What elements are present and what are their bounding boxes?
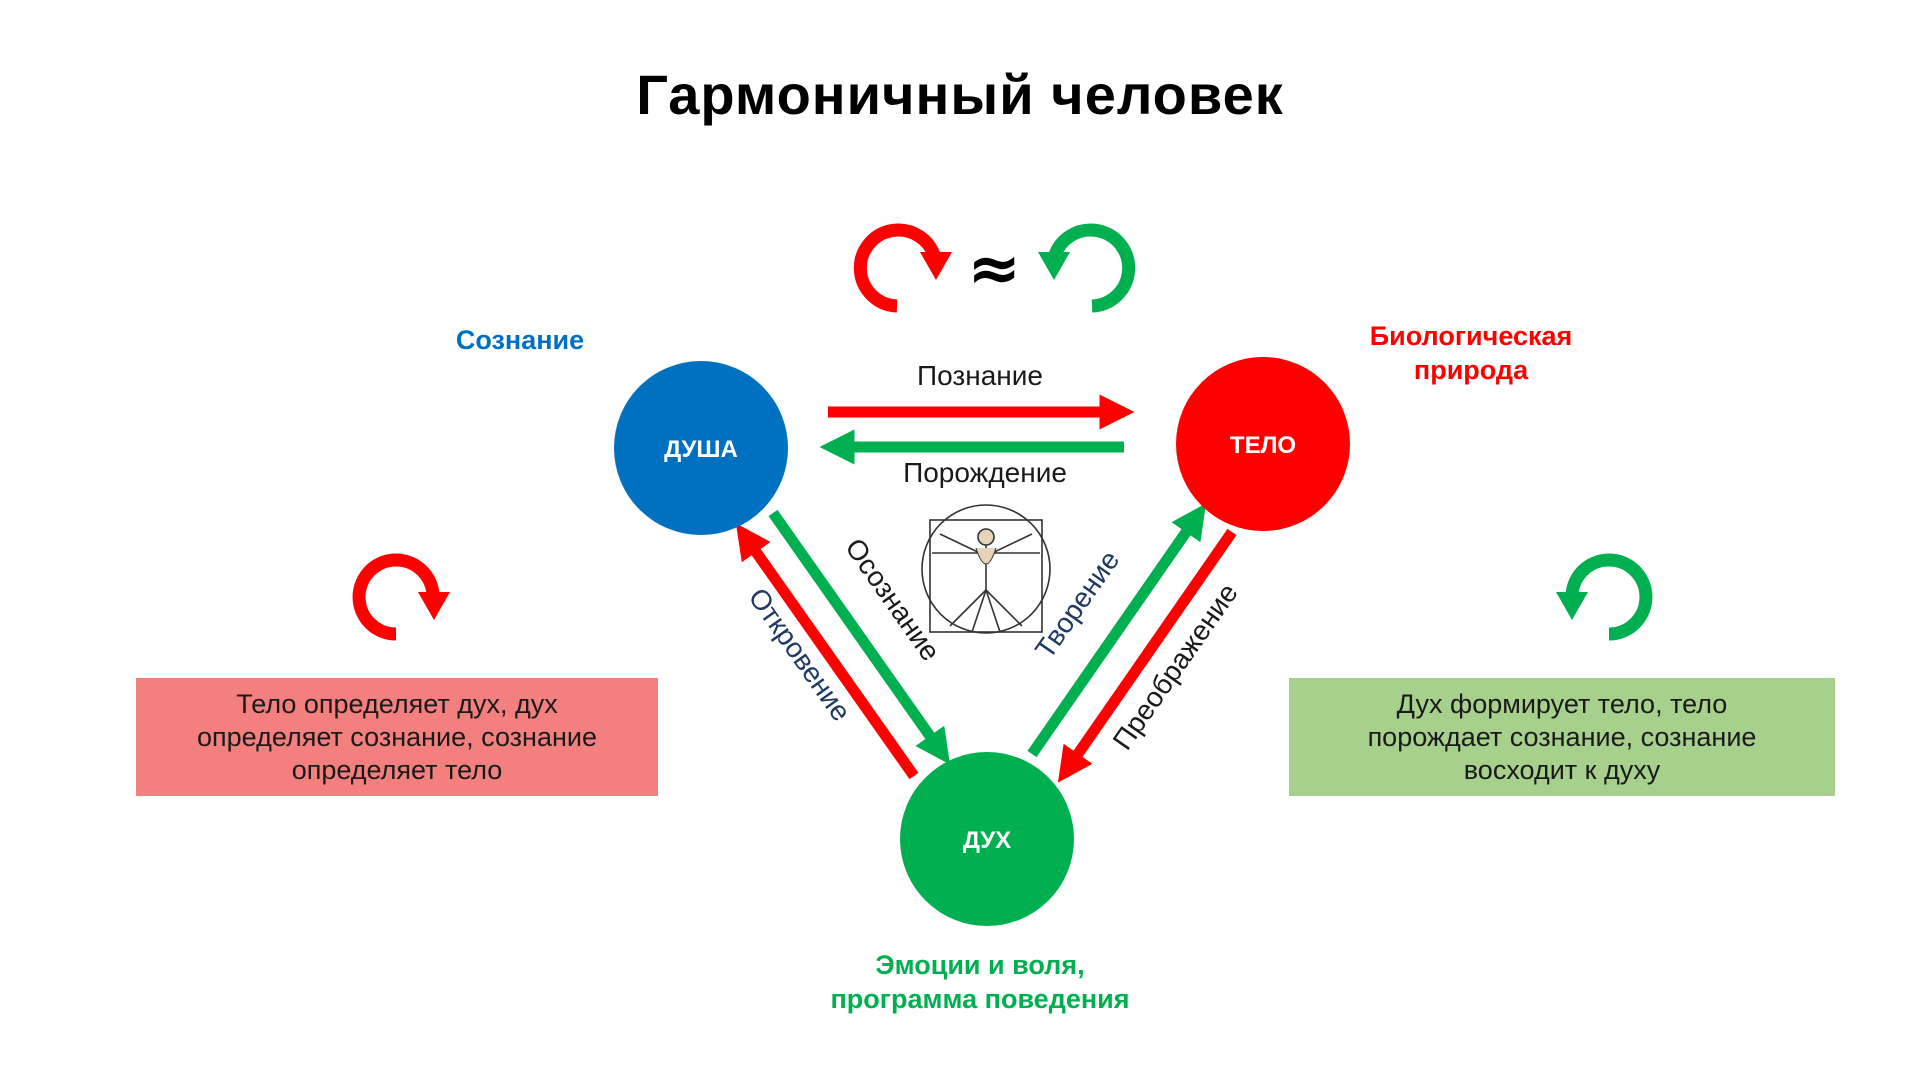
transformation-arrow <box>1057 528 1237 783</box>
approx-symbol: ≈ <box>967 232 1021 306</box>
cognition-label: Познание <box>917 360 1043 391</box>
spirit-caption-line2: программа поведения <box>830 984 1129 1014</box>
note-right-line2: порождает сознание, сознание <box>1367 721 1757 752</box>
note-left-line2: определяет сознание, сознание <box>197 721 597 752</box>
spirit-node-label: ДУХ <box>963 827 1011 854</box>
note-left: Тело определяет дух, дух определяет созн… <box>136 678 658 796</box>
note-left-line3: определяет тело <box>291 754 503 785</box>
revelation-arrow <box>735 523 919 780</box>
top-right-cycle-icon <box>1038 223 1136 313</box>
soul-node: ДУША <box>614 361 788 535</box>
vitruvian-man-icon <box>921 504 1051 634</box>
note-left-line1: Тело определяет дух, дух <box>236 688 558 719</box>
body-caption-line2: природа <box>1414 355 1529 385</box>
generation-label: Порождение <box>903 457 1067 488</box>
left-cycle-icon <box>352 553 450 641</box>
spirit-caption-line1: Эмоции и воля, <box>875 950 1084 980</box>
creation-arrow <box>1027 503 1207 758</box>
soul-caption: Сознание <box>456 325 584 355</box>
spirit-node: ДУХ <box>900 752 1074 926</box>
body-node: ТЕЛО <box>1176 357 1350 531</box>
awareness-arrow <box>768 509 951 765</box>
note-right: Дух формирует тело, тело порождает созна… <box>1289 678 1835 796</box>
body-caption-line1: Биологическая <box>1370 321 1573 351</box>
top-left-cycle-icon <box>853 223 952 313</box>
note-right-line1: Дух формирует тело, тело <box>1396 688 1728 719</box>
body-node-label: ТЕЛО <box>1230 432 1296 459</box>
soul-node-label: ДУША <box>664 436 738 463</box>
page-title: Гармоничный человек <box>636 63 1284 126</box>
note-right-line3: восходит к духу <box>1463 754 1661 785</box>
right-cycle-icon <box>1556 553 1653 641</box>
